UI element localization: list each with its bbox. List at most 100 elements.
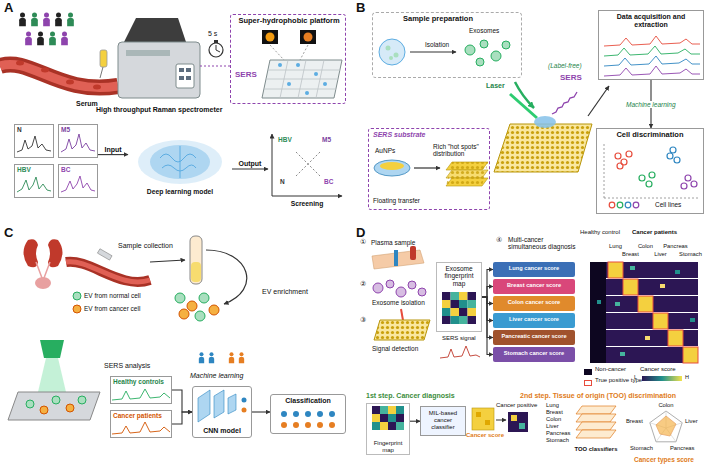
- connector: [252, 411, 270, 412]
- panel-a-art-part: [216, 50, 220, 52]
- panel-c-art-part: [40, 340, 64, 358]
- panel-b-art-part: [494, 124, 592, 172]
- too-classifier: TOO classifiers: [572, 402, 620, 456]
- connector: [482, 297, 493, 355]
- node-text: SERS substrate: [373, 131, 426, 139]
- panel-c-art-part: [73, 292, 81, 300]
- panel-d-art-part: [373, 283, 383, 293]
- panel-a-art-part: [314, 72, 318, 76]
- legend-swatch: [584, 380, 592, 386]
- panel-c-art-part: [329, 411, 335, 417]
- panel-a-art-part: [0, 64, 118, 87]
- panel-d-art-part: [440, 346, 480, 358]
- node-text: Cell discrimination: [599, 131, 701, 140]
- panel-c-art-part: [209, 352, 214, 363]
- panel-c-art-part: [191, 262, 201, 282]
- panel-c-art-part: [187, 301, 197, 311]
- node-text: Lung cancer score: [493, 265, 575, 272]
- panel-c-art-part: [78, 396, 86, 404]
- panel-b-art-part: [515, 82, 534, 108]
- panel-d-art-part: [372, 406, 380, 414]
- panel-a-art-part: [25, 31, 32, 45]
- label-text: EV enrichment: [262, 288, 308, 296]
- node-text: CNN model: [193, 427, 251, 435]
- panel-c-art-part: [26, 400, 34, 408]
- connector: [172, 412, 192, 424]
- label-text: Multi-cancer simultaneous diagnosis: [508, 236, 576, 251]
- panel-d-art-part: [590, 262, 606, 363]
- panel-c-art-part: [52, 396, 60, 404]
- substrate-box: SERS substrateAuNPsRich "hot spots" dist…: [368, 128, 490, 210]
- label-text: Pancreas: [546, 430, 571, 437]
- panel-c-art-part: [40, 406, 48, 414]
- node-text: Deep learning model: [128, 188, 232, 196]
- panel-a-art-part: [179, 76, 184, 80]
- panel-a-art-part: [93, 85, 101, 90]
- label-text: Exosome isolation: [372, 299, 425, 306]
- label-text: Machine learning: [190, 372, 243, 380]
- panel-a-art: [0, 12, 342, 196]
- label-text: Stomach: [679, 251, 702, 258]
- node-text: Fingerprint map: [367, 440, 409, 454]
- panel-b-art-part: [617, 163, 623, 169]
- panel-a-art-part: [17, 136, 51, 152]
- panel-d-art-part: [590, 330, 698, 346]
- panel-a-art-part: [126, 50, 170, 56]
- panel-b-art-part: [588, 86, 609, 116]
- node-text: Floating transfer: [373, 197, 420, 204]
- panel-d-art-part: [590, 279, 698, 295]
- panel-d-art-part: [442, 316, 451, 324]
- node-text: Stomach cancer score: [493, 350, 575, 357]
- fingerprint-box: Fingerprint map: [366, 403, 410, 455]
- panel-c-art-part: [150, 260, 185, 262]
- panel-c-art-part: [8, 392, 100, 420]
- panel-c-art-part: [242, 398, 247, 403]
- panel-a-art-part: [138, 140, 222, 184]
- connector: [98, 154, 128, 155]
- panel-b-art-part: [670, 147, 676, 153]
- panel-c-art-part: [112, 389, 170, 400]
- label-text: High throughput Raman spectrometer: [96, 106, 222, 114]
- panel-d-art-part: [620, 352, 625, 356]
- panel-d-art-part: [442, 300, 451, 308]
- panel-c-art-part: [112, 422, 170, 434]
- score-box: Stomach cancer score: [493, 347, 575, 362]
- panel-d-art-part: [451, 316, 460, 324]
- panel-d-art-part: [372, 414, 380, 422]
- node-text: Classification: [271, 397, 345, 405]
- panel-b-art-part: [410, 51, 456, 52]
- panel-c-art-part: [66, 404, 74, 412]
- panel-b-art-part: [615, 153, 621, 159]
- label-text: Breast: [546, 409, 563, 416]
- model-cloud: Deep learning model: [128, 138, 232, 200]
- panel-c-art-part: [209, 305, 219, 315]
- panel-a-art-part: [266, 33, 275, 42]
- fingerprint-box: Exosome fingerprint map: [436, 262, 482, 332]
- label-text: (Label-free): [548, 62, 582, 69]
- panel-d-art-part: [468, 292, 477, 300]
- node-text: Super-hydrophobic platform: [235, 17, 343, 26]
- label-text: Colon: [638, 243, 653, 250]
- label-text: Liver: [546, 423, 559, 430]
- node-text: SERS: [235, 70, 257, 79]
- panel-d-art-part: [396, 422, 404, 430]
- node-text: Liver cancer score: [493, 316, 575, 323]
- panel-a-art-part: [186, 68, 191, 72]
- label-text: Cancer positive: [496, 402, 537, 409]
- panel-b-art-part: [674, 157, 680, 163]
- panel-d-art-part: [459, 300, 468, 308]
- panel-a-art-part: [150, 145, 210, 179]
- panel-b-art-part: [625, 202, 631, 208]
- label-text: Colon: [546, 416, 561, 423]
- panel-c-art-part: [199, 352, 204, 363]
- panel-b-art: [374, 36, 700, 208]
- score-box: Liver cancer score: [493, 313, 575, 328]
- panel-b-art-part: [510, 94, 537, 118]
- panel-b-art-part: [649, 172, 655, 178]
- label-text: HBV: [278, 136, 292, 143]
- panel-a-art-part: [186, 76, 191, 80]
- panel-d-art-part: [459, 316, 468, 324]
- panel-a-art-part: [176, 64, 194, 88]
- panel-a-art-part: [270, 45, 308, 60]
- panel-d-art-part: [386, 280, 394, 288]
